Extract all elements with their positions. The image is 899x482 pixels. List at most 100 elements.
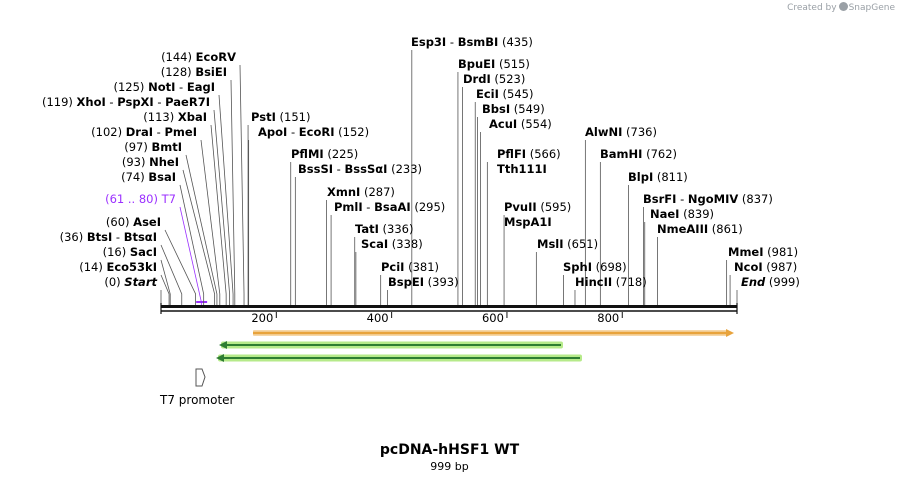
site-leader [200,139,221,305]
site-label: HincII (718) [575,275,647,289]
feature-arrows [195,329,734,387]
site-label: Esp3I - BsmBI (435) [411,35,533,49]
site-name: MslI [537,237,564,251]
ruler-tick-label: 800 [597,311,619,325]
site-leader [185,154,218,305]
site-label: End (999) [741,275,800,289]
site-position: (14) [79,260,106,274]
site-label: MspA1I [504,215,552,229]
site-label: ScaI (338) [361,237,423,251]
site-name: BssSαI [345,162,388,176]
site-position: (113) [143,110,178,124]
site-position: (595) [537,200,572,214]
site-name: EcoRV [196,50,236,64]
site-label-sep: - [333,162,344,176]
site-name: AseI [133,215,161,229]
green-arrow-head [219,341,227,349]
site-position: (60) [106,215,133,229]
site-name: BssSI [298,162,333,176]
t7-promoter-shape [195,368,206,387]
site-label-sep: - [287,125,298,139]
site-label: (102) DraI - PmeI [91,125,197,139]
site-leader-lines [160,50,738,305]
site-position: (295) [411,200,446,214]
site-name: SphI [563,260,592,274]
site-position: (736) [622,125,657,139]
site-name: Eco53kI [106,260,157,274]
credit-text: Created by [787,3,837,13]
site-label: (93) NheI [122,155,179,169]
site-label: PstI (151) [251,110,310,124]
site-name: NheI [149,155,179,169]
site-position: (61 .. 80) [105,192,162,206]
site-label: BspEI (393) [388,275,459,289]
site-position: (999) [765,275,800,289]
site-name: BsaI [148,170,176,184]
site-position: (651) [564,237,599,251]
site-label: BsrFI - NgoMIV (837) [643,192,773,206]
site-leader [218,94,234,305]
site-label: PvuII (595) [504,200,571,214]
site-position: (93) [122,155,149,169]
site-position: (698) [592,260,627,274]
site-label: DrdI (523) [463,72,525,86]
site-label: EciI (545) [476,87,534,101]
site-position: (336) [379,222,414,236]
site-position: (225) [324,147,359,161]
site-label: (97) BmtI [124,140,182,154]
site-label: BlpI (811) [628,170,688,184]
site-label: (128) BsiEI [161,65,227,79]
site-name: NmeAIII [657,222,708,236]
site-name: NgoMIV [688,192,738,206]
site-position: (233) [387,162,422,176]
site-label-sep: - [175,80,186,94]
site-label: AcuI (554) [489,117,552,131]
site-name: Esp3I [411,35,446,49]
site-name: EciI [476,87,499,101]
site-name: PmeI [165,125,198,139]
site-label: XmnI (287) [327,185,395,199]
site-name: MmeI [728,245,764,259]
site-label: (0) Start [104,275,157,289]
site-leader [160,259,171,305]
site-label-sep: - [363,200,374,214]
site-position: (554) [517,117,552,131]
site-name: BbsI [482,102,510,116]
site-name: BlpI [628,170,653,184]
site-name: XmnI [327,185,360,199]
site-label: (36) BtsI - BtsαI [60,230,157,244]
site-label: (125) NotI - EagI [113,80,215,94]
site-position: (981) [764,245,799,259]
ruler-tick-label: 200 [251,311,273,325]
site-name: BtsI [87,230,112,244]
site-name: End [741,275,766,289]
site-name: Tth111I [497,162,547,176]
site-name: T7 [161,192,176,206]
site-name: BpuEI [458,57,495,71]
site-label: TatI (336) [355,222,414,236]
site-label: Tth111I [497,162,547,176]
map-title: pcDNA-hHSF1 WT [379,442,520,458]
site-name: NcoI [734,260,763,274]
ruler-tick-label: 600 [482,311,504,325]
map-length: 999 bp [430,460,469,473]
site-label-sep: - [676,192,687,206]
site-leader [179,184,205,305]
site-position: (287) [360,185,395,199]
site-name: EagI [187,80,215,94]
site-position: (151) [276,110,311,124]
site-position: (718) [612,275,647,289]
site-name: DrdI [463,72,491,86]
site-leader [213,109,231,305]
site-position: (338) [388,237,423,251]
site-label: (113) XbaI [143,110,207,124]
site-position: (16) [103,245,130,259]
site-name: PciI [381,260,404,274]
site-name: BsiEI [195,65,227,79]
t7-promoter-label: T7 promoter [160,393,235,407]
site-label: NmeAIII (861) [657,222,743,236]
site-position: (839) [679,207,714,221]
site-label: PciI (381) [381,260,439,274]
